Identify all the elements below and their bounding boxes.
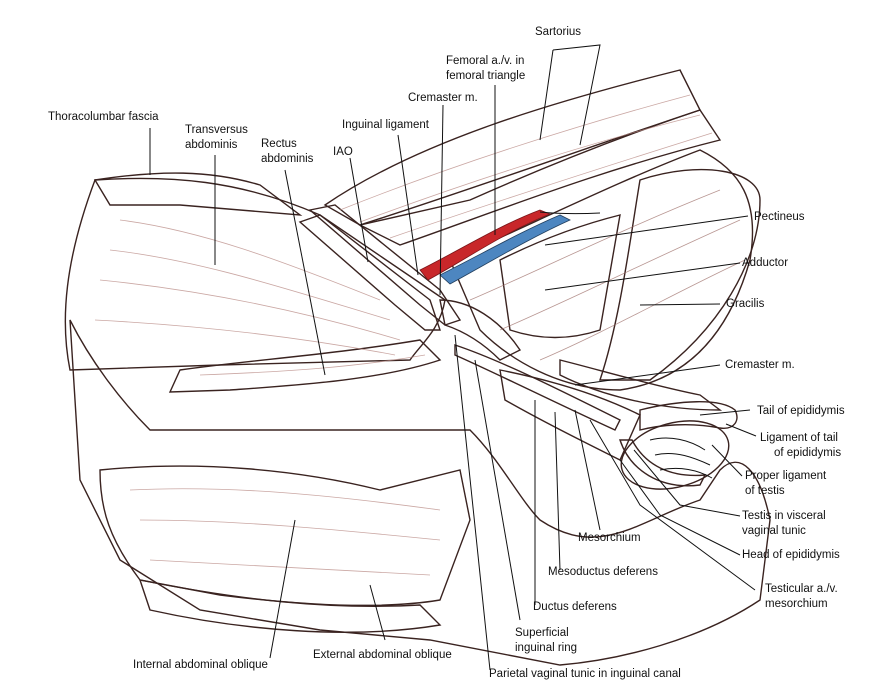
iao-band	[298, 214, 441, 331]
label-mesorchium: Mesorchium	[578, 532, 641, 544]
epididymis-tail	[639, 401, 738, 431]
label-testicular-av: Testicular a./v. mesorchium	[765, 583, 841, 610]
mesorchium-fold	[499, 369, 641, 461]
label-sartorius: Sartorius	[535, 26, 581, 38]
sartorius-shape	[323, 69, 701, 226]
skin-fold-lower	[69, 319, 771, 666]
label-adductor: Adductor	[742, 257, 788, 269]
internal-oblique-shape	[99, 465, 471, 607]
label-cremaster-top: Cremaster m.	[408, 92, 478, 104]
label-ductus-deferens: Ductus deferens	[533, 601, 617, 613]
ductus-deferens-shape	[454, 344, 621, 431]
label-parietal-vaginal-tunic: Parietal vaginal tunic in inguinal canal	[489, 668, 681, 680]
label-ligament-of-tail: Ligament of tail of epididymis	[760, 432, 841, 459]
thigh-muscles	[449, 149, 754, 391]
label-gracilis: Gracilis	[726, 298, 765, 310]
inguinal-ligament-band	[308, 204, 462, 326]
label-external-abdominal-oblique: External abdominal oblique	[313, 649, 452, 661]
rectus-abdominis-shape	[168, 339, 442, 393]
external-oblique-shape	[138, 579, 442, 633]
label-tail-of-epididymis: Tail of epididymis	[757, 405, 845, 417]
label-rectus-abdominis: Rectus abdominis	[261, 138, 314, 165]
label-cremaster-right: Cremaster m.	[725, 359, 795, 371]
label-head-of-epididymis: Head of epididymis	[742, 549, 840, 561]
femoral-artery	[419, 209, 552, 281]
drawing	[64, 69, 771, 666]
label-femoral-vessels: Femoral a./v. in femoral triangle	[446, 55, 528, 82]
label-inguinal-ligament: Inguinal ligament	[342, 119, 430, 131]
label-mesoductus-deferens: Mesoductus deferens	[548, 566, 658, 578]
cremaster-muscle-shape	[559, 359, 723, 411]
testis-vessels	[649, 437, 713, 479]
label-transversus-abdominis: Transversus abdominis	[185, 124, 251, 151]
epididymis-head	[619, 439, 707, 487]
testis-shape	[620, 420, 730, 490]
transversus-abdominis-shape	[64, 177, 446, 371]
label-pectineus: Pectineus	[754, 211, 805, 223]
abdominal-flap-upper	[93, 172, 303, 216]
label-thoracolumbar-fascia: Thoracolumbar fascia	[48, 111, 159, 123]
gracilis-shape	[599, 168, 761, 381]
adductor-shape	[499, 214, 621, 339]
label-iao: IAO	[333, 146, 353, 158]
label-proper-ligament: Proper ligament of testis	[745, 470, 829, 497]
fiber-texture	[94, 94, 746, 576]
femoral-vein	[439, 214, 571, 285]
femoral-artery-branch	[539, 211, 601, 215]
label-testis-visceral: Testis in visceral vaginal tunic	[742, 510, 829, 537]
sartorius-lower-band	[358, 109, 722, 246]
label-internal-abdominal-oblique: Internal abdominal oblique	[133, 659, 268, 671]
label-superficial-inguinal-ring: Superficial inguinal ring	[515, 627, 577, 654]
labels: Sartorius Femoral a./v. in femoral trian…	[48, 26, 845, 680]
leader-lines	[149, 44, 757, 671]
superficial-inguinal-ring-shape	[439, 299, 522, 361]
